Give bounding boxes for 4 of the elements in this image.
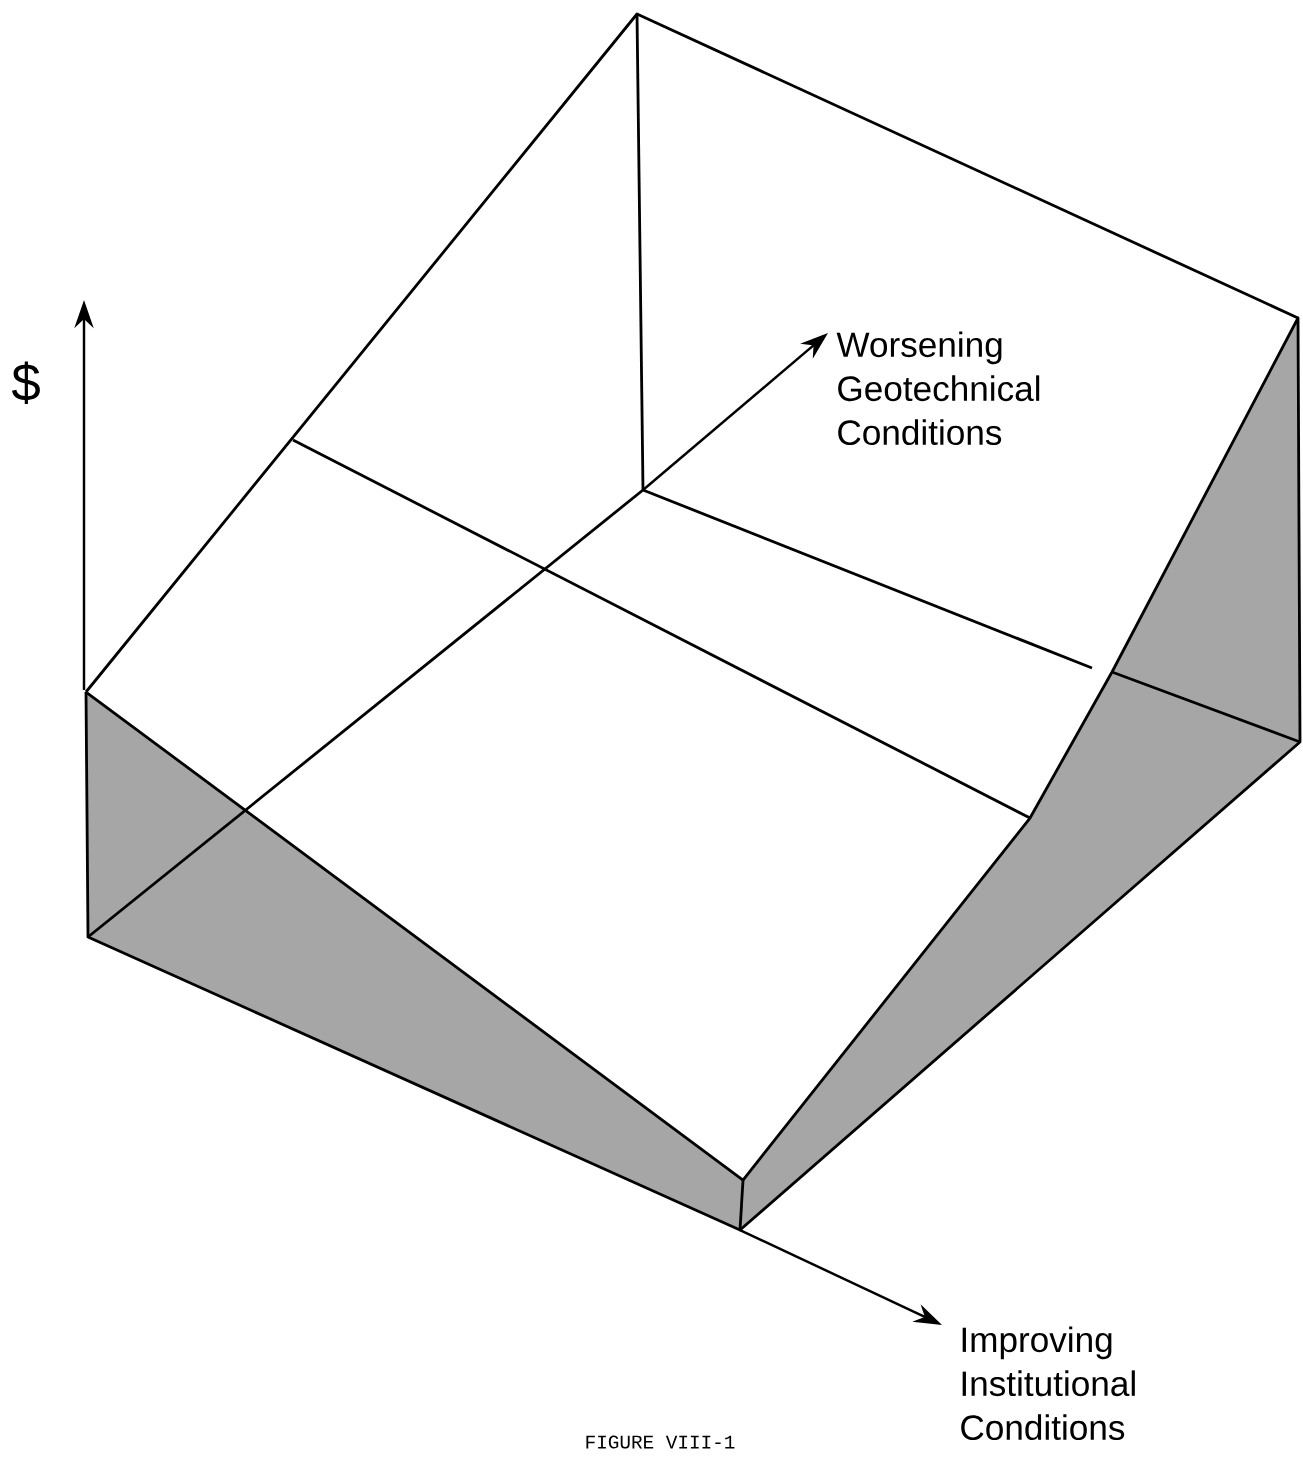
axis-label: $ bbox=[12, 361, 40, 405]
figure-caption: FIGURE VIII-1 bbox=[586, 1435, 735, 1449]
axis-label: Worsening Geotechnical Conditions bbox=[836, 331, 1040, 446]
axis-label: Improving Institutional Conditions bbox=[961, 1326, 1135, 1441]
